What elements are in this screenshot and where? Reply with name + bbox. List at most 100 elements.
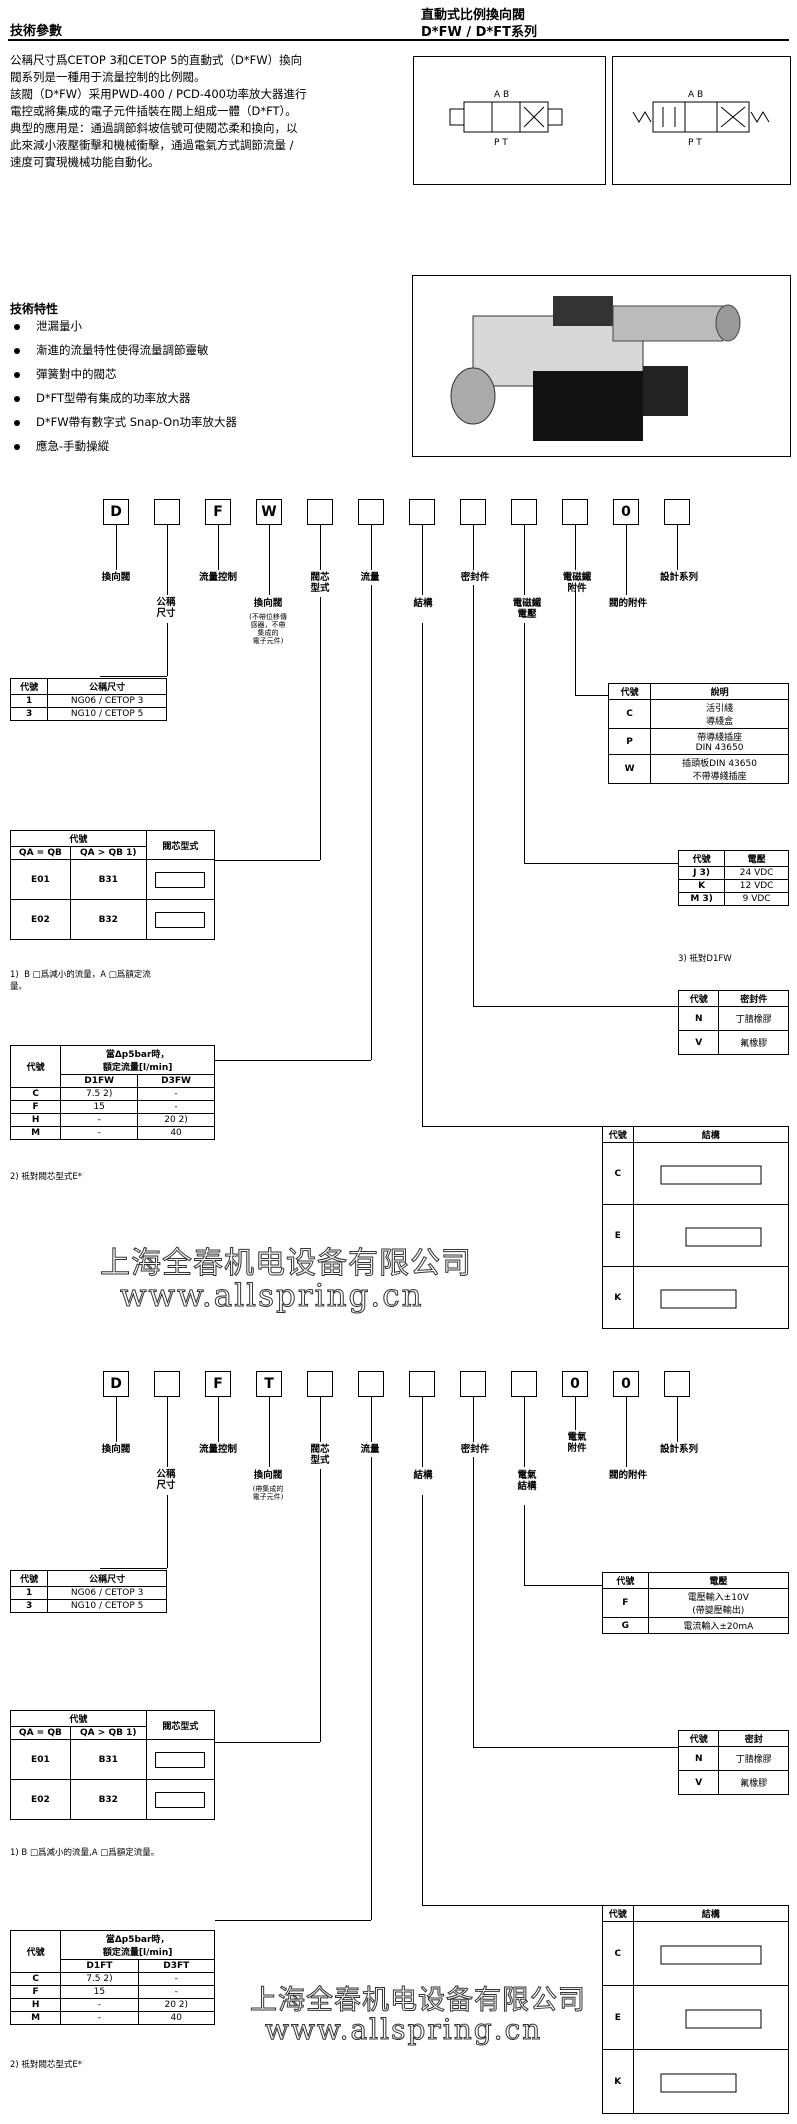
fw-label: 閥芯 型式 [310, 572, 330, 594]
watermark-url: www.allspring.cn [120, 1278, 424, 1315]
fw-label: 換向閥 [253, 598, 283, 609]
code-box: W [256, 499, 282, 525]
ft-spool-note: 1) B □爲減小的流量,A □爲額定流量。 [10, 1848, 160, 1858]
svg-text:P T: P T [688, 138, 702, 148]
code-box [460, 1371, 486, 1397]
symbol-box-fw: A B P T [413, 56, 606, 185]
ft-label: 電氣 結構 [517, 1470, 537, 1492]
valve-symbol-icon: A B P T [632, 90, 770, 148]
fw-label: 換向閥 [101, 572, 131, 583]
feature-item: 應急-手動操縱 [14, 438, 237, 462]
ft-label: 閥芯 型式 [310, 1444, 330, 1466]
ft-label: 流量 [360, 1444, 380, 1455]
ft-label: 閥的附件 [608, 1470, 647, 1481]
structure-symbol-icon [685, 2009, 762, 2028]
feature-item: D*FW帶有數字式 Snap-On功率放大器 [14, 414, 237, 438]
fw-label: 流量控制 [198, 572, 237, 583]
spool-symbol-icon [155, 871, 206, 888]
code-box [562, 499, 588, 525]
intro-text: 公稱尺寸爲CETOP 3和CETOP 5的直動式（D*FW）換向 閥系列是一種用… [10, 53, 307, 169]
code-box [358, 499, 384, 525]
ft-label: 換向閥 [253, 1470, 283, 1481]
feature-item: D*FT型帶有集成的功率放大器 [14, 390, 237, 414]
code-box: D [103, 1371, 129, 1397]
ft-label: 結構 [413, 1470, 433, 1481]
code-box [460, 499, 486, 525]
spool-symbol-icon [155, 911, 206, 928]
fw-label-note: (不帶位移傳 感器，不帶 集成的 電子元件) [249, 613, 287, 645]
code-box [154, 499, 180, 525]
ft-label: 公稱 尺寸 [156, 1469, 176, 1491]
ft-label: 換向閥 [101, 1444, 131, 1455]
spool-symbol-icon [155, 1791, 206, 1808]
ft-label: 電氣 附件 [567, 1432, 587, 1454]
watermark-url: www.allspring.cn [264, 2013, 543, 2047]
svg-text:P T: P T [494, 138, 508, 148]
svg-text:A B: A B [494, 90, 509, 100]
code-box [154, 1371, 180, 1397]
product-photo [412, 275, 791, 457]
ft-label-note: (帶集成的 電子元件) [252, 1485, 284, 1501]
code-box [307, 1371, 333, 1397]
fw-label: 電磁鐵 電壓 [512, 598, 542, 620]
feature-item: 漸進的流量特性使得流量調節靈敏 [14, 342, 237, 366]
code-box: 0 [562, 1371, 588, 1397]
feature-item: 彈簧對中的閥芯 [14, 366, 237, 390]
code-box: D [103, 499, 129, 525]
fw-structure-table: 代號結構 C E K [602, 1126, 790, 1329]
symbol-box-ft: A B P T [612, 56, 791, 185]
ft-label: 密封件 [460, 1444, 490, 1455]
watermark-company: 上海全春机电设备有限公司 [250, 1985, 586, 2017]
code-box [409, 499, 435, 525]
code-box [664, 499, 690, 525]
fw-label: 閥的附件 [608, 598, 647, 609]
product-series: D*FW / D*FT系列 [421, 25, 537, 40]
code-box [409, 1371, 435, 1397]
code-box [358, 1371, 384, 1397]
fw-label: 公稱 尺寸 [156, 597, 176, 619]
code-box: F [205, 1371, 231, 1397]
code-box: F [205, 499, 231, 525]
code-box [664, 1371, 690, 1397]
product-title: 直動式比例換向閥 [421, 8, 526, 23]
code-box: T [256, 1371, 282, 1397]
code-box: 0 [613, 1371, 639, 1397]
fw-label: 結構 [413, 598, 433, 609]
structure-symbol-icon [660, 1165, 762, 1184]
ft-label: 設計系列 [659, 1444, 698, 1455]
valve-symbol-icon: A B P T [449, 90, 563, 148]
page-section-title: 技術參數 [10, 24, 63, 39]
spool-symbol-icon [155, 1751, 206, 1768]
code-box [511, 499, 537, 525]
features-title: 技術特性 [10, 302, 59, 316]
features-list: 泄漏量小 漸進的流量特性使得流量調節靈敏 彈簧對中的閥芯 D*FT型帶有集成的功… [14, 318, 237, 462]
structure-symbol-icon [685, 1227, 762, 1246]
fw-label: 電磁鐵 附件 [562, 572, 592, 594]
structure-symbol-icon [660, 2073, 737, 2092]
fw-label: 設計系列 [659, 572, 698, 583]
feature-item: 泄漏量小 [14, 318, 237, 342]
fw-spool-note: 1) B □爲減小的流量，A □爲額定流 量。 [10, 970, 151, 992]
code-box [511, 1371, 537, 1397]
structure-symbol-icon [660, 1289, 737, 1308]
fw-voltage-note: 3) 祗對D1FW [678, 954, 732, 964]
watermark-company: 上海全春机电设备有限公司 [100, 1246, 472, 1282]
code-box: 0 [613, 499, 639, 525]
ft-label: 流量控制 [198, 1444, 237, 1455]
structure-symbol-icon [660, 1945, 762, 1964]
header-rule [8, 39, 789, 41]
svg-text:A B: A B [688, 90, 703, 100]
code-box [307, 499, 333, 525]
fw-label: 流量 [360, 572, 380, 583]
